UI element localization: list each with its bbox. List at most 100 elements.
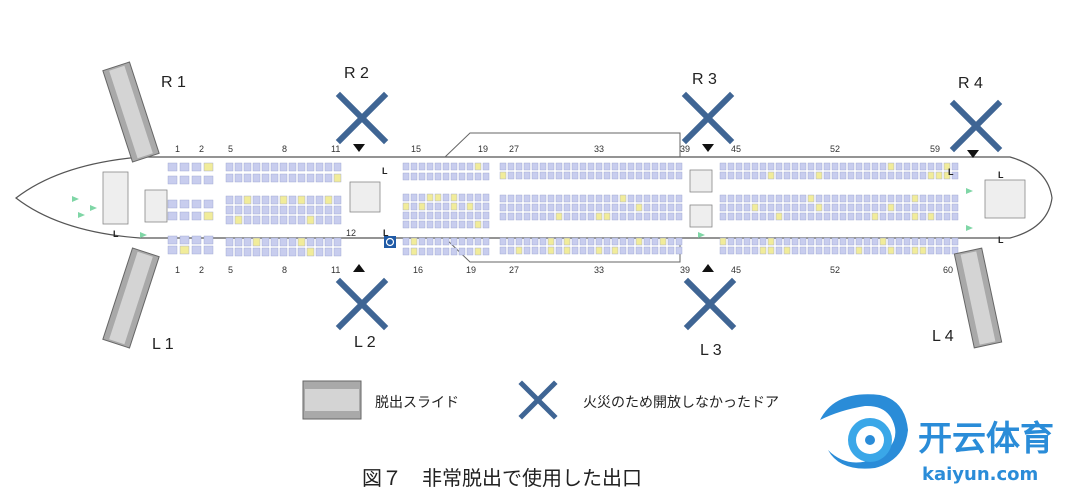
seat bbox=[474, 220, 482, 229]
seat bbox=[418, 162, 426, 171]
seat bbox=[434, 237, 442, 246]
seat bbox=[418, 211, 426, 220]
seat bbox=[651, 212, 659, 221]
seat bbox=[735, 212, 743, 221]
seat bbox=[775, 246, 783, 255]
seat bbox=[943, 171, 951, 180]
seat bbox=[523, 203, 531, 212]
seat bbox=[203, 235, 214, 245]
seat bbox=[727, 194, 735, 203]
arrow-L2 bbox=[353, 264, 365, 272]
seat bbox=[831, 212, 839, 221]
seat bbox=[775, 237, 783, 246]
seat bbox=[735, 237, 743, 246]
slide-L1 bbox=[102, 247, 160, 349]
seat bbox=[442, 220, 450, 229]
seat bbox=[450, 237, 458, 246]
row-number: 16 bbox=[413, 265, 423, 275]
seat bbox=[871, 237, 879, 246]
seat bbox=[563, 194, 571, 203]
seat bbox=[659, 162, 667, 171]
seat bbox=[288, 237, 297, 247]
seat bbox=[458, 202, 466, 211]
seat bbox=[270, 247, 279, 257]
arrow-R2 bbox=[353, 144, 365, 152]
seat bbox=[547, 212, 555, 221]
seat bbox=[507, 237, 515, 246]
seat bbox=[434, 220, 442, 229]
seat bbox=[619, 237, 627, 246]
seat bbox=[611, 212, 619, 221]
seat bbox=[767, 171, 775, 180]
seat bbox=[759, 237, 767, 246]
seat bbox=[935, 194, 943, 203]
seat bbox=[306, 205, 315, 215]
seat bbox=[507, 171, 515, 180]
seat bbox=[288, 215, 297, 225]
legend-slide-label: 脱出スライド bbox=[375, 395, 459, 411]
seat bbox=[903, 246, 911, 255]
seat bbox=[288, 195, 297, 205]
seat bbox=[735, 171, 743, 180]
seat bbox=[855, 212, 863, 221]
seat bbox=[807, 246, 815, 255]
seat bbox=[951, 171, 959, 180]
seat bbox=[563, 237, 571, 246]
seat bbox=[611, 237, 619, 246]
row-number: 60 bbox=[943, 265, 953, 275]
seat bbox=[179, 199, 190, 209]
seat bbox=[515, 212, 523, 221]
seat bbox=[450, 211, 458, 220]
row-number: 8 bbox=[282, 265, 287, 275]
seat bbox=[402, 211, 410, 220]
seat bbox=[539, 237, 547, 246]
seat bbox=[225, 173, 234, 183]
legend-slide-icon bbox=[302, 380, 362, 420]
seat bbox=[751, 171, 759, 180]
seat bbox=[279, 215, 288, 225]
seat bbox=[651, 171, 659, 180]
seat bbox=[783, 194, 791, 203]
seat bbox=[225, 247, 234, 257]
seat bbox=[418, 237, 426, 246]
seat bbox=[719, 162, 727, 171]
seat bbox=[571, 171, 579, 180]
seat bbox=[903, 194, 911, 203]
seat bbox=[667, 246, 675, 255]
lavatory-mark: L bbox=[998, 170, 1004, 180]
seat bbox=[775, 203, 783, 212]
seat bbox=[611, 203, 619, 212]
seat bbox=[555, 203, 563, 212]
seat bbox=[587, 162, 595, 171]
seat bbox=[466, 162, 474, 171]
seat bbox=[450, 172, 458, 181]
row-number: 15 bbox=[411, 144, 421, 154]
seat bbox=[823, 246, 831, 255]
seat bbox=[815, 237, 823, 246]
seat bbox=[855, 194, 863, 203]
seat bbox=[667, 212, 675, 221]
lavatory-marks: L L L L L L bbox=[113, 166, 1004, 245]
seat bbox=[279, 162, 288, 172]
seat bbox=[871, 171, 879, 180]
seat bbox=[847, 203, 855, 212]
seat bbox=[751, 246, 759, 255]
row-number: 5 bbox=[228, 265, 233, 275]
seat bbox=[442, 247, 450, 256]
seat bbox=[243, 173, 252, 183]
seat bbox=[402, 237, 410, 246]
seat bbox=[619, 194, 627, 203]
seat bbox=[474, 237, 482, 246]
seat bbox=[261, 162, 270, 172]
arrow-R4 bbox=[967, 150, 979, 158]
seat bbox=[571, 194, 579, 203]
seat bbox=[191, 245, 202, 255]
seat bbox=[458, 162, 466, 171]
seat bbox=[555, 162, 563, 171]
seat bbox=[611, 194, 619, 203]
seat bbox=[270, 173, 279, 183]
seat bbox=[879, 171, 887, 180]
seat bbox=[659, 212, 667, 221]
seat bbox=[839, 246, 847, 255]
